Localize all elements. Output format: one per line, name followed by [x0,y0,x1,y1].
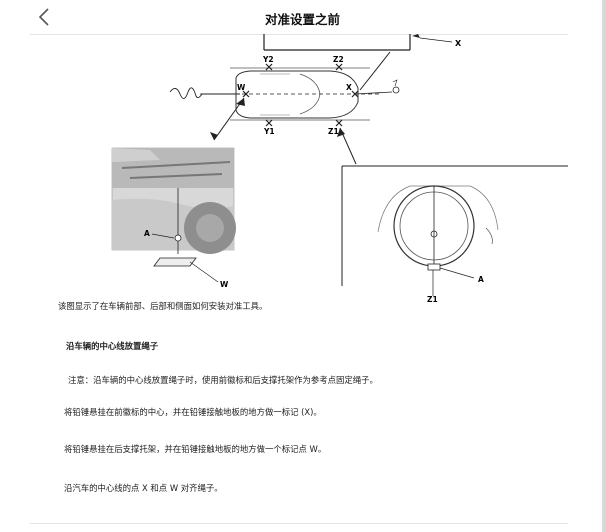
label-a-right: A [478,275,484,284]
label-z1: Z1 [328,127,339,136]
footer-divider [30,523,568,524]
header-bar: 对准设置之前 [0,0,605,34]
chevron-left-icon[interactable] [34,6,56,28]
label-z2: Z2 [333,55,344,64]
step-2-text: 将铅锤悬挂在后支撑托架，并在铅锤接触地板的地方做一个标记点 W。 [64,444,327,454]
alignment-setup-diagram: X Y2 Z2 W X Y1 Z1 A W [111,34,568,304]
label-a-left: A [144,229,150,238]
page-title: 对准设置之前 [264,12,340,27]
label-y2: Y2 [262,55,274,64]
label-x-top: X [455,39,462,48]
section-heading: 沿车辆的中心线放置绳子 [66,341,159,351]
scrollbar-track[interactable] [602,0,605,532]
label-x-car: X [346,83,352,92]
label-w-car: W [237,83,246,92]
car-top-view [235,70,359,119]
step-3-text: 沿汽车的中心线的点 X 和点 W 对齐绳子。 [64,483,223,493]
label-w-left: W [220,280,229,289]
label-z1-right: Z1 [427,295,438,304]
header-divider [30,34,568,35]
note-text: 注意：沿车辆的中心线放置绳子时，使用前徽标和后支撑托架作为参考点固定绳子。 [68,375,378,385]
label-y1: Y1 [263,127,275,136]
figure-caption: 该图显示了在车辆前部、后部和侧面如何安装对准工具。 [58,301,268,311]
step-1-text: 将铅锤悬挂在前徽标的中心，并在铅锤接触地板的地方做一标记 (X)。 [64,407,322,417]
